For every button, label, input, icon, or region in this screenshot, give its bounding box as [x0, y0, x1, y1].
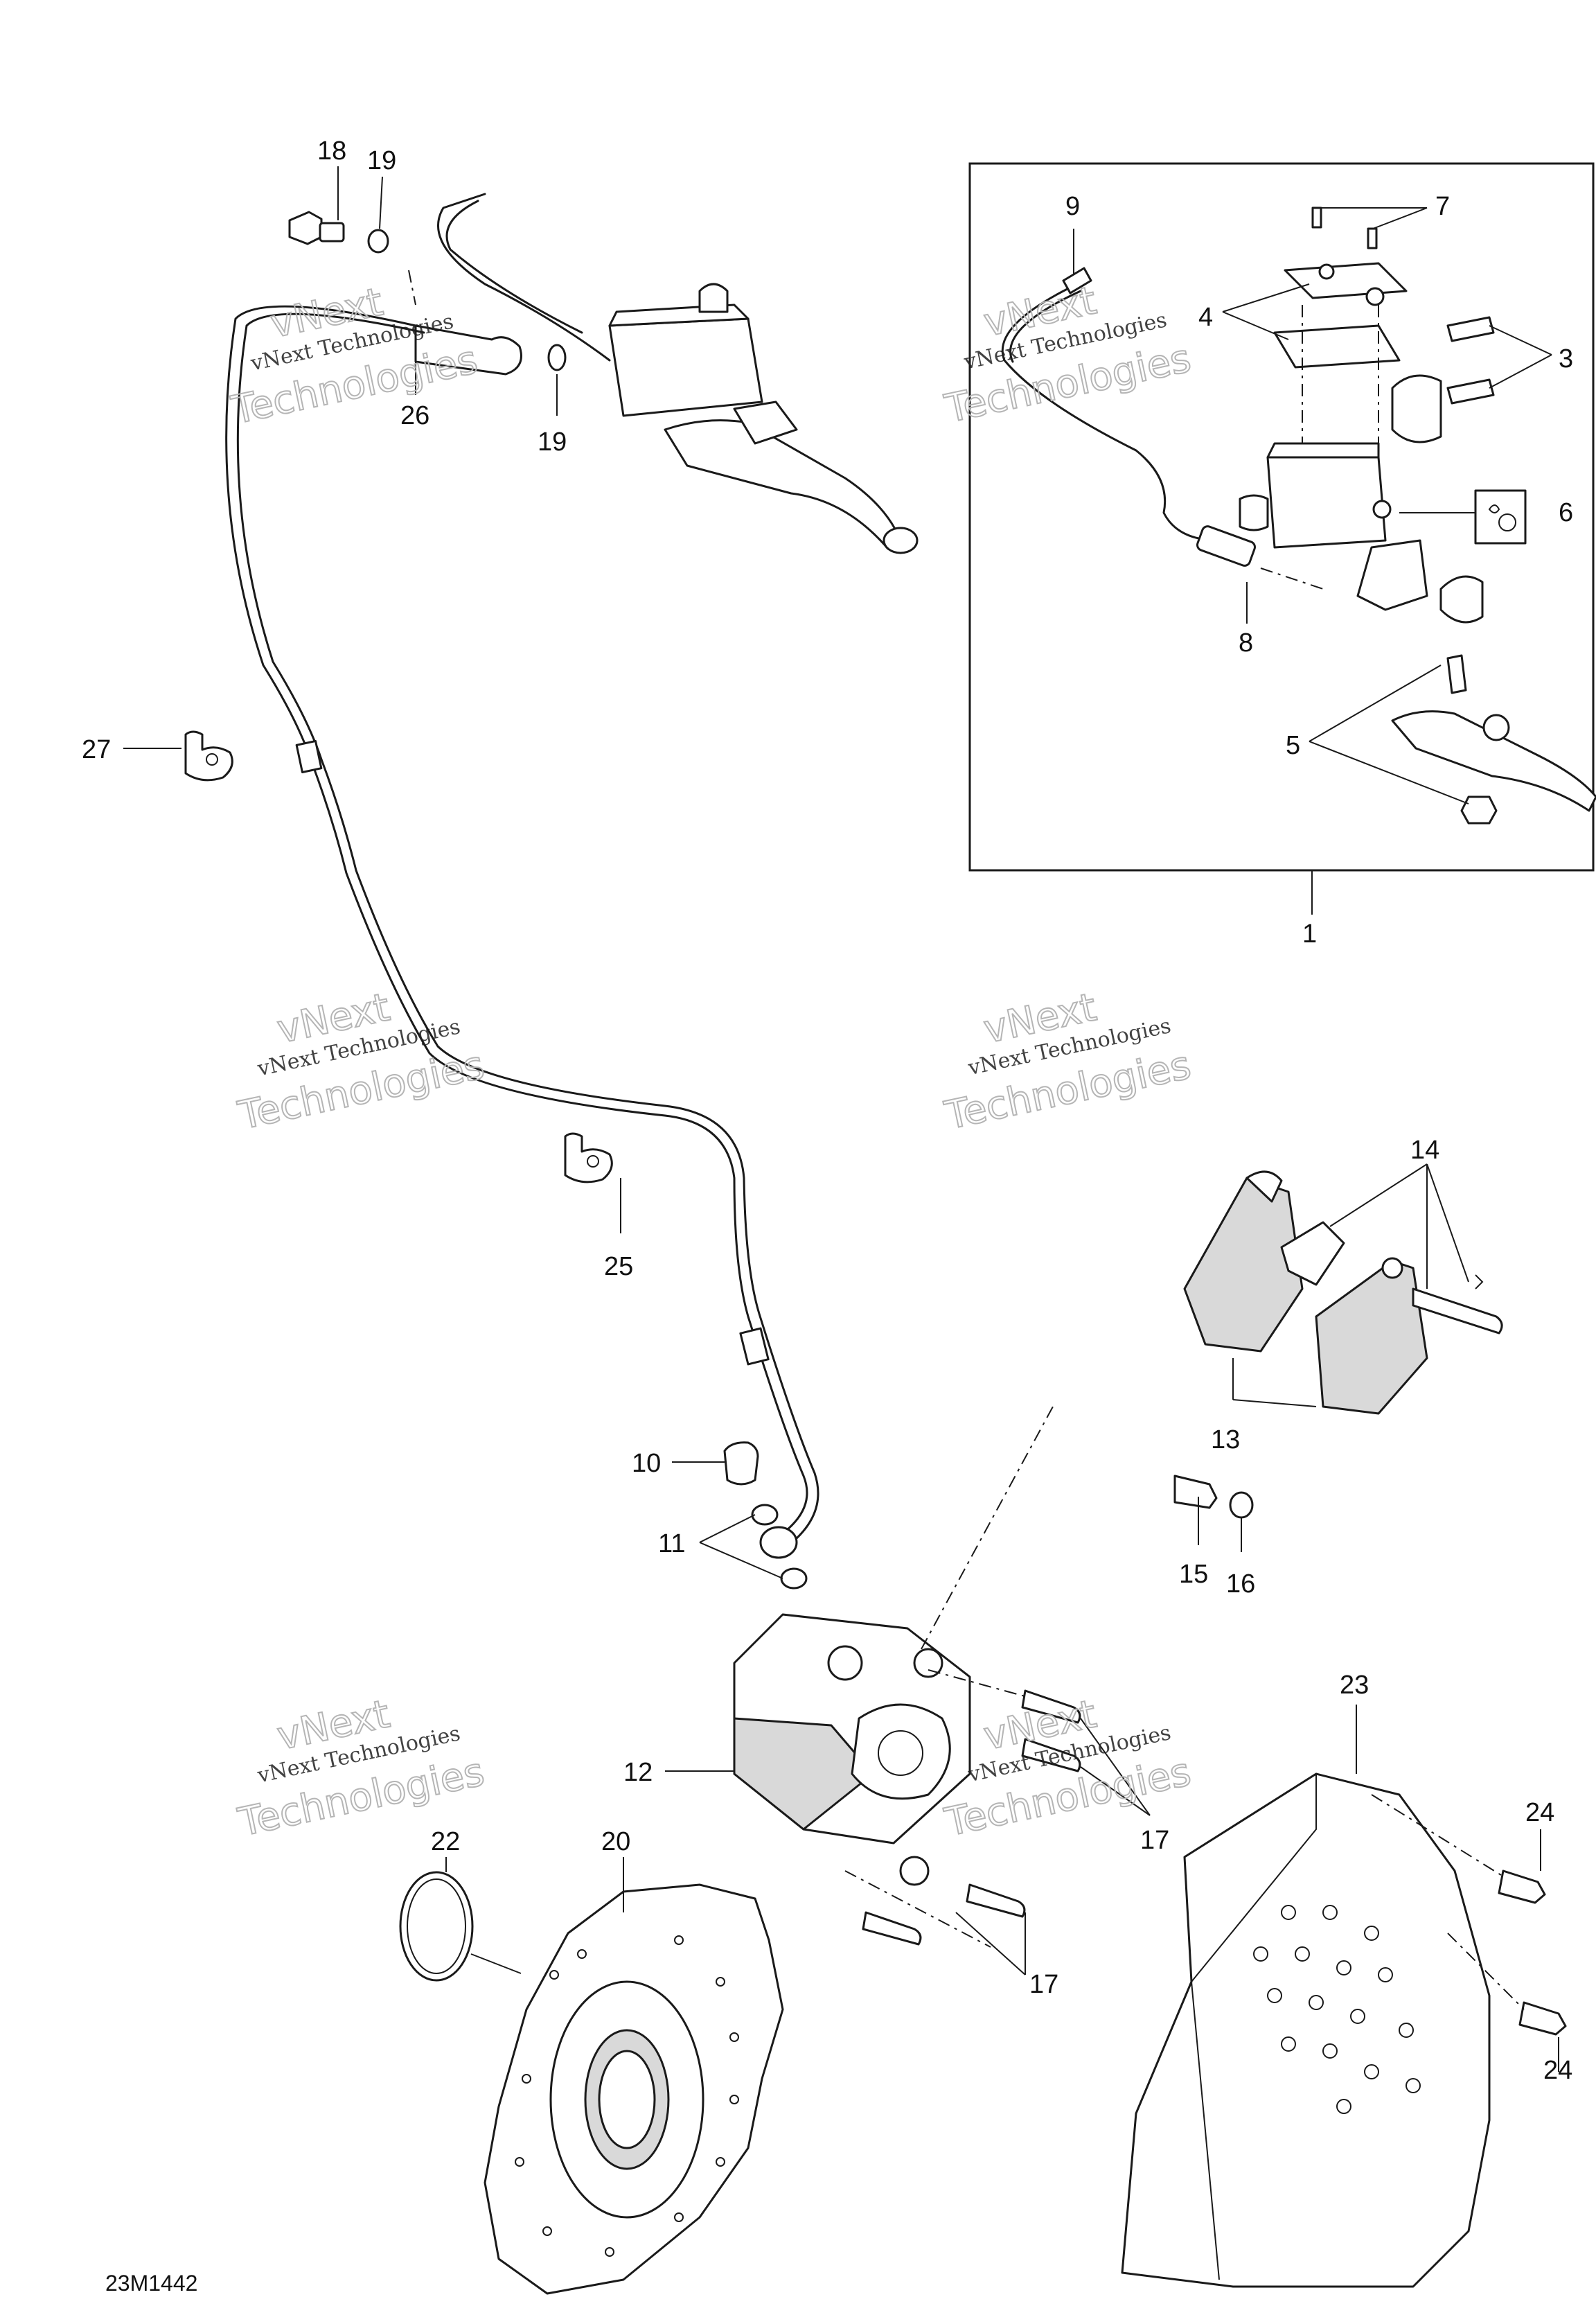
brake-hose: [225, 305, 808, 1540]
callout-8: 8: [1239, 628, 1253, 658]
brake-pad-b: [1315, 1260, 1428, 1415]
inset-screw-7a: [1311, 206, 1322, 229]
pin-17c: [966, 1883, 1026, 1918]
bleeder-valve: [1173, 1475, 1218, 1509]
o-ring: [399, 1871, 474, 1982]
washer-19a: [367, 229, 389, 254]
callout-27: 27: [82, 735, 111, 764]
callout-6: 6: [1559, 498, 1573, 527]
callout-4: 4: [1198, 303, 1213, 332]
inset-screw-7b: [1367, 227, 1378, 249]
inset-diaphragm: [1273, 324, 1401, 369]
callout-14: 14: [1410, 1136, 1439, 1165]
pin-17a: [1021, 1689, 1081, 1724]
watermark-2: vNext vNext Technologies Technologies: [940, 277, 1195, 432]
inset-box: [968, 162, 1595, 872]
watermark-5: vNext vNext Technologies Technologies: [233, 1691, 488, 1846]
inset-nut: [1460, 795, 1498, 825]
pin-17b: [1021, 1738, 1081, 1772]
inset-reservoir-symbol: [1474, 489, 1527, 545]
callout-12: 12: [623, 1758, 653, 1787]
screw-24b: [1518, 2001, 1567, 2036]
callout-15: 15: [1179, 1560, 1208, 1589]
callout-18: 18: [317, 137, 346, 166]
washer-19b: [547, 344, 567, 371]
inset-bolt-3b: [1446, 378, 1495, 405]
callout-3: 3: [1559, 344, 1573, 373]
washer-11a: [751, 1504, 779, 1526]
inset-pivot-pin: [1446, 654, 1467, 694]
callout-5: 5: [1286, 731, 1300, 760]
heat-shield: [1121, 1772, 1491, 2288]
watermark-4: vNext vNext Technologies Technologies: [940, 984, 1195, 1139]
callout-19a: 19: [367, 146, 396, 175]
inset-clamp: [1391, 374, 1442, 443]
hose-fitting: [414, 324, 522, 376]
inset-bolt-3a: [1446, 316, 1495, 342]
callout-16: 16: [1226, 1569, 1255, 1599]
callout-26: 26: [400, 401, 429, 430]
hose-banjo-end: [759, 1526, 798, 1559]
inset-brake-line: [1001, 283, 1221, 542]
callout-11: 11: [658, 1529, 685, 1558]
watermark-3: vNext vNext Technologies Technologies: [233, 984, 488, 1139]
callout-19b: 19: [538, 428, 567, 457]
callout-23: 23: [1340, 1671, 1369, 1700]
disc-holes: [515, 1935, 739, 2257]
callout-17a: 17: [1140, 1826, 1169, 1855]
callout-20: 20: [601, 1827, 630, 1856]
callout-1: 1: [1302, 919, 1317, 949]
pad-spring: [1280, 1221, 1345, 1286]
banjo-bolt-10: [723, 1441, 759, 1486]
inset-reservoir-cover: [1284, 262, 1408, 299]
pin-17d: [862, 1911, 922, 1946]
screw-24a: [1498, 1869, 1546, 1904]
watermark-6: vNext vNext Technologies Technologies: [940, 1691, 1195, 1846]
inset-master-cylinder-body: [1266, 456, 1387, 549]
callout-24a: 24: [1525, 1798, 1554, 1827]
watermark-1: vNext vNext Technologies Technologies: [227, 279, 482, 434]
vent-tube: [437, 193, 611, 362]
master-cylinder-reservoir: [608, 317, 763, 417]
pad-pin: [1412, 1287, 1503, 1335]
inset-brake-switch: [1196, 525, 1256, 567]
heat-shield-holes: [1253, 1905, 1421, 2114]
callout-17b: 17: [1029, 1970, 1058, 1999]
callout-10: 10: [632, 1449, 661, 1478]
brake-pad-a: [1183, 1177, 1304, 1353]
callout-7: 7: [1435, 192, 1450, 221]
callout-13: 13: [1211, 1425, 1240, 1454]
drawing-code: 23M1442: [105, 2271, 197, 2296]
bleeder-cap: [1229, 1491, 1254, 1519]
clamp-27: [184, 730, 233, 782]
master-cylinder-lever: [664, 419, 902, 550]
banjo-bolt: [288, 211, 323, 245]
callout-25: 25: [604, 1252, 633, 1281]
callout-22: 22: [431, 1827, 460, 1856]
inset-brake-lever: [1391, 710, 1596, 812]
inset-boot: [1439, 575, 1484, 624]
callout-24b: 24: [1543, 2056, 1572, 2085]
washer-11b: [780, 1567, 808, 1590]
callout-9: 9: [1065, 192, 1080, 221]
